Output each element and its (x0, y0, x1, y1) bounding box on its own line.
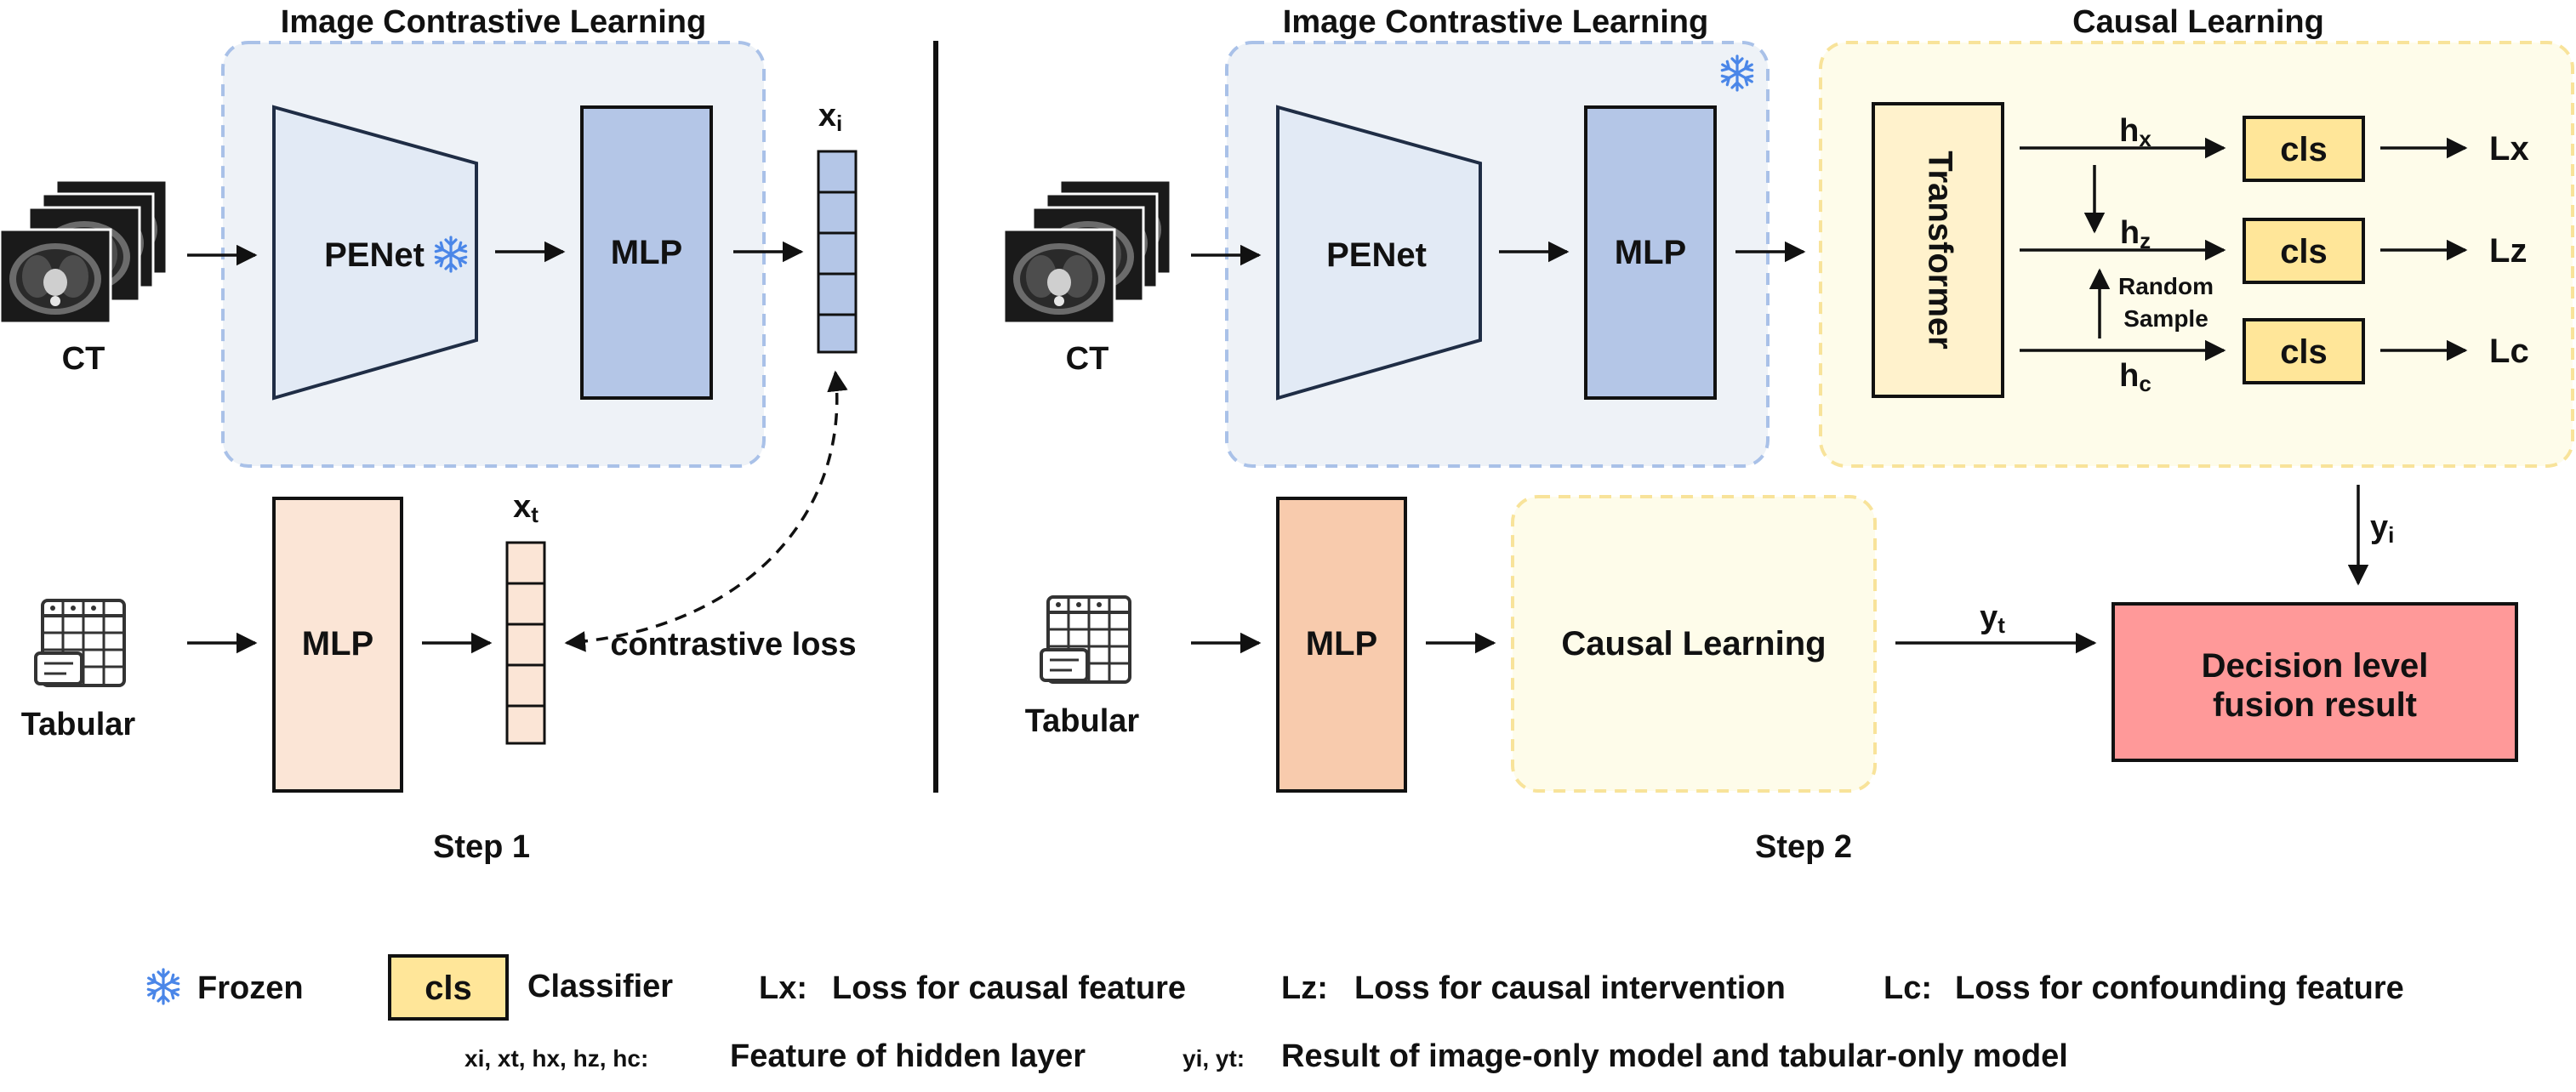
legend-cls-label: cls (425, 970, 472, 1007)
step2-tabular-label: Tabular (1025, 703, 1140, 739)
step2-mlp-image-block (1584, 105, 1717, 400)
step2-lc-label: Lc (2489, 333, 2529, 370)
step2-decision-line1: Decision level (2202, 647, 2429, 685)
legend-frozen-icon (146, 968, 180, 1005)
step1-ct-image-stack (0, 179, 168, 325)
legend-frozen-label: Frozen (197, 970, 304, 1006)
step1-mlp-tab-label: MLP (302, 625, 373, 663)
step2-ct-image-stack (1002, 179, 1172, 325)
step2-hz-label: hz (2120, 215, 2151, 253)
step2-tabular-icon (1040, 595, 1131, 684)
step2-image-title: Image Contrastive Learning (1283, 4, 1708, 40)
step1-ct-label: CT (62, 341, 105, 377)
step1-penet-label: PENet (324, 236, 425, 274)
step2-causal-learning-label: Causal Learning (1561, 625, 1826, 663)
step2-random-sample-line1: Random (2118, 273, 2214, 299)
legend-lz-key: Lz: (1281, 970, 1328, 1006)
step2-yi-label: yi (2370, 509, 2394, 548)
step1-tabular-icon (34, 599, 126, 687)
step2-ct-label: CT (1066, 341, 1109, 377)
step2-cls-x (2243, 116, 2365, 182)
step1-penet-block (272, 105, 478, 401)
step1-mlp-image-block (580, 105, 713, 400)
legend-lc-key: Lc: (1884, 970, 1932, 1006)
step1-xt-label: xt (513, 489, 539, 527)
step2-causal-learning-box (1511, 495, 1877, 793)
legend-lx-key: Lx: (759, 970, 807, 1006)
legend-lz-desc: Loss for causal intervention (1354, 970, 1786, 1006)
step2-lz-label: Lz (2489, 232, 2527, 270)
step2-yt-label: yt (1980, 600, 2005, 638)
step2-mlp-tab-block (1276, 497, 1407, 793)
step2-label: Step 2 (1755, 829, 1852, 865)
step2-causal-title: Causal Learning (2072, 4, 2324, 40)
step2-decision-fusion-block (2112, 602, 2518, 762)
step2-transformer-label: Transformer (1921, 151, 1958, 349)
step1-label: Step 1 (433, 829, 530, 865)
step2-penet-block (1276, 105, 1482, 401)
step2-transformer-block (1872, 102, 2004, 398)
step1-xt-vector (505, 541, 546, 745)
step2-random-sample-line2: Sample (2123, 305, 2208, 332)
legend-lx-desc: Loss for causal feature (832, 970, 1186, 1006)
step2-hc-label: hc (2119, 358, 2151, 396)
step2-penet-label: PENet (1326, 236, 1427, 274)
legend-result-keys: yi, yt: (1183, 1045, 1245, 1072)
step1-mlp-image-label: MLP (611, 234, 682, 271)
step2-lx-label: Lx (2489, 130, 2529, 168)
step1-contrastive-loss-label: contrastive loss (610, 627, 856, 663)
step1-xi-label: xi (818, 98, 842, 136)
step2-cls-c-label: cls (2280, 333, 2328, 371)
legend-cls-box (388, 954, 509, 1021)
step2-decision-line2: fusion result (2213, 686, 2417, 724)
step2-cls-z (2243, 218, 2365, 284)
step2-hx-label: hx (2119, 113, 2151, 151)
step1-image-title: Image Contrastive Learning (281, 4, 706, 40)
step2-cls-c (2243, 318, 2365, 384)
step1-xi-vector (817, 150, 858, 354)
step2-cls-x-label: cls (2280, 131, 2328, 168)
step2-mlp-tab-label: MLP (1306, 625, 1377, 663)
legend-lc-desc: Loss for confounding feature (1955, 970, 2404, 1006)
step2-mlp-image-label: MLP (1615, 234, 1686, 271)
step1-contrastive-loss-arrow (564, 370, 848, 652)
step2-cls-z-label: cls (2280, 233, 2328, 270)
legend-hidden-keys: xi, xt, hx, hz, hc: (464, 1045, 648, 1072)
step1-mlp-tab-block (272, 497, 403, 793)
legend-hidden-desc: Feature of hidden layer (730, 1038, 1086, 1074)
legend-classifier-label: Classifier (527, 969, 673, 1004)
step1-tabular-label: Tabular (21, 707, 136, 742)
legend-result-desc: Result of image-only model and tabular-o… (1281, 1038, 2068, 1074)
